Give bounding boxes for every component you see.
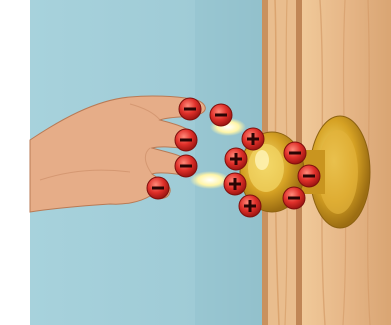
charge-negative: [284, 142, 306, 164]
charge-positive: [224, 173, 246, 195]
charge-negative: [175, 155, 197, 177]
charge-positive: [225, 148, 247, 170]
charge-negative: [298, 165, 320, 187]
charge-negative: [210, 104, 232, 126]
charge-negative: [179, 98, 201, 120]
charge-negative: [147, 177, 169, 199]
charge-negative: [283, 187, 305, 209]
charge-positive: [239, 195, 261, 217]
charge-negative: [175, 129, 197, 151]
charge-positive: [242, 128, 264, 150]
